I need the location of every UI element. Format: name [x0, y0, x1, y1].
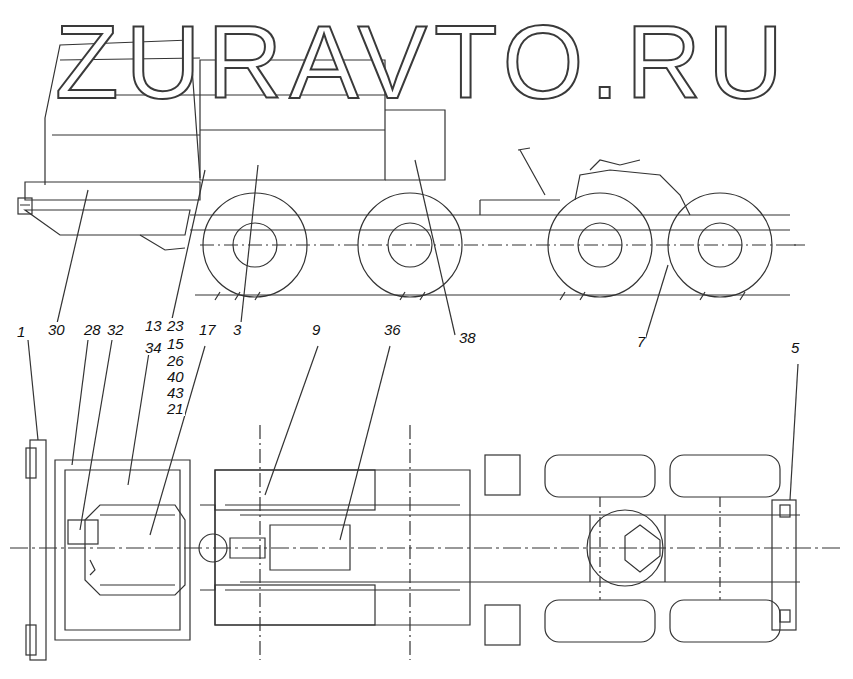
callout-number: 28 — [83, 322, 102, 337]
leader-lines — [28, 160, 798, 540]
callout-number: 7 — [636, 334, 646, 349]
callout-number: 3 — [232, 322, 242, 337]
callout-number: 23 — [166, 318, 185, 333]
watermark: ZURAVTO.RU — [55, 10, 790, 114]
callout-number: 34 — [144, 340, 163, 355]
callout-number: 30 — [47, 322, 66, 337]
callout-number: 26 — [166, 353, 185, 368]
callout-number: 21 — [166, 401, 185, 416]
callout-number: 1 — [16, 324, 26, 339]
callout-number: 43 — [166, 385, 185, 400]
callout-number: 9 — [311, 322, 321, 337]
callout-number: 38 — [458, 330, 477, 345]
callout-number: 32 — [106, 322, 125, 337]
callout-number: 5 — [790, 340, 800, 355]
callout-number: 17 — [198, 322, 217, 337]
callout-number: 13 — [144, 318, 163, 333]
top-view — [10, 425, 840, 660]
callout-number: 40 — [166, 369, 185, 384]
callout-number: 15 — [166, 336, 185, 351]
callout-number: 36 — [383, 322, 402, 337]
